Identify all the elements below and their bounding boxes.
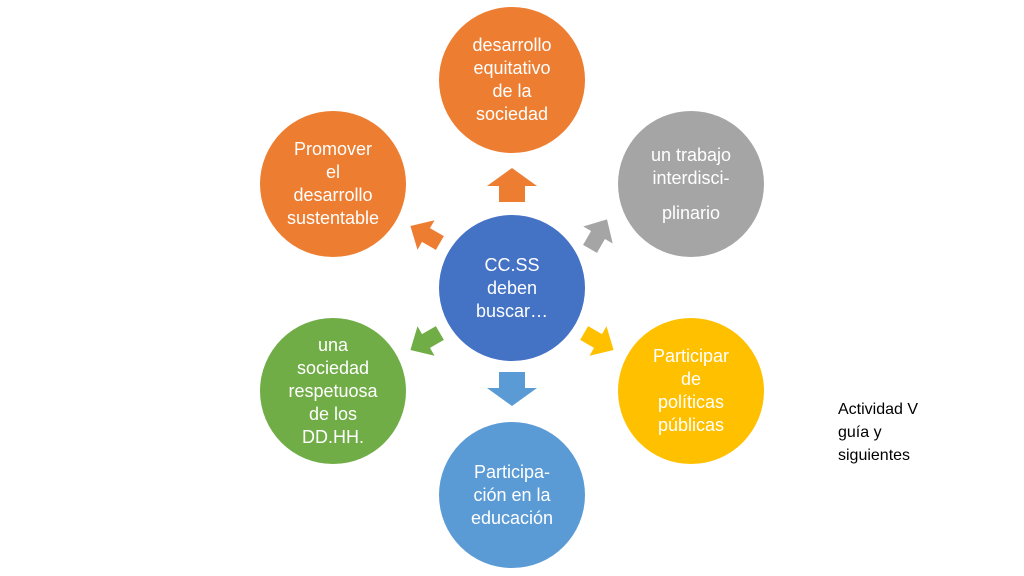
node-upper-right-line-1: un trabajo: [650, 144, 732, 165]
activity-note-line-3: siguientes: [838, 447, 911, 464]
activity-note: Actividad V guía y siguientes: [838, 398, 918, 467]
node-lower-right-line-3: políticas: [657, 392, 725, 412]
node-lower-left-line-5: DD.HH.: [302, 426, 364, 447]
arrow-up-icon: [487, 168, 537, 202]
node-lower-left: una sociedad respetuosa de los DD.HH.: [260, 318, 406, 464]
center-line-2: deben: [486, 277, 538, 298]
activity-note-line-1: Actividad V: [838, 401, 919, 418]
node-lower-right-line-4: públicas: [657, 415, 725, 435]
node-lower-right-line-1: Participar: [652, 346, 730, 366]
center-line-1: CC.SS: [484, 254, 540, 275]
node-lower-right-line-2: de: [680, 369, 702, 389]
node-upper-left-line-3: desarrollo: [293, 185, 373, 205]
node-upper-right-line-3: plinario: [661, 202, 721, 223]
node-upper-left-line-2: el: [325, 162, 340, 182]
center-node: CC.SS deben buscar…: [439, 215, 585, 361]
arrow-upper-right-icon: [583, 219, 613, 253]
node-top-line-4: sociedad: [475, 104, 549, 124]
node-top-line-1: desarrollo: [472, 35, 552, 55]
arrow-lower-left-icon: [410, 326, 444, 356]
node-lower-right: Participar de políticas públicas: [618, 318, 764, 464]
node-lower-left-line-4: de los: [308, 403, 358, 424]
arrow-down-icon: [487, 372, 537, 406]
arrow-lower-right-icon: [580, 326, 614, 356]
activity-note-line-2: guía y: [838, 424, 882, 441]
node-upper-left-line-4: sustentable: [286, 208, 380, 228]
arrow-upper-left-icon: [410, 220, 444, 250]
node-bottom-line-1: Participa-: [473, 461, 550, 482]
node-upper-left: Promover el desarrollo sustentable: [260, 111, 406, 257]
center-line-3: buscar…: [475, 300, 549, 321]
node-top-line-3: de la: [492, 81, 532, 101]
node-bottom: Participa- ción en la educación: [439, 422, 585, 568]
node-bottom-line-3: educación: [470, 507, 554, 528]
node-upper-left-line-1: Promover: [293, 139, 372, 159]
node-lower-left-line-1: una: [317, 334, 349, 355]
node-lower-left-line-2: sociedad: [296, 357, 370, 378]
node-top: desarrollo equitativo de la sociedad: [439, 7, 585, 153]
node-upper-right-line-2: interdisci-: [652, 167, 730, 188]
node-top-line-2: equitativo: [473, 58, 551, 78]
node-bottom-line-2: ción en la: [473, 484, 551, 505]
node-lower-left-line-3: respetuosa: [288, 380, 378, 401]
node-upper-right: un trabajo interdisci- plinario: [618, 111, 764, 257]
